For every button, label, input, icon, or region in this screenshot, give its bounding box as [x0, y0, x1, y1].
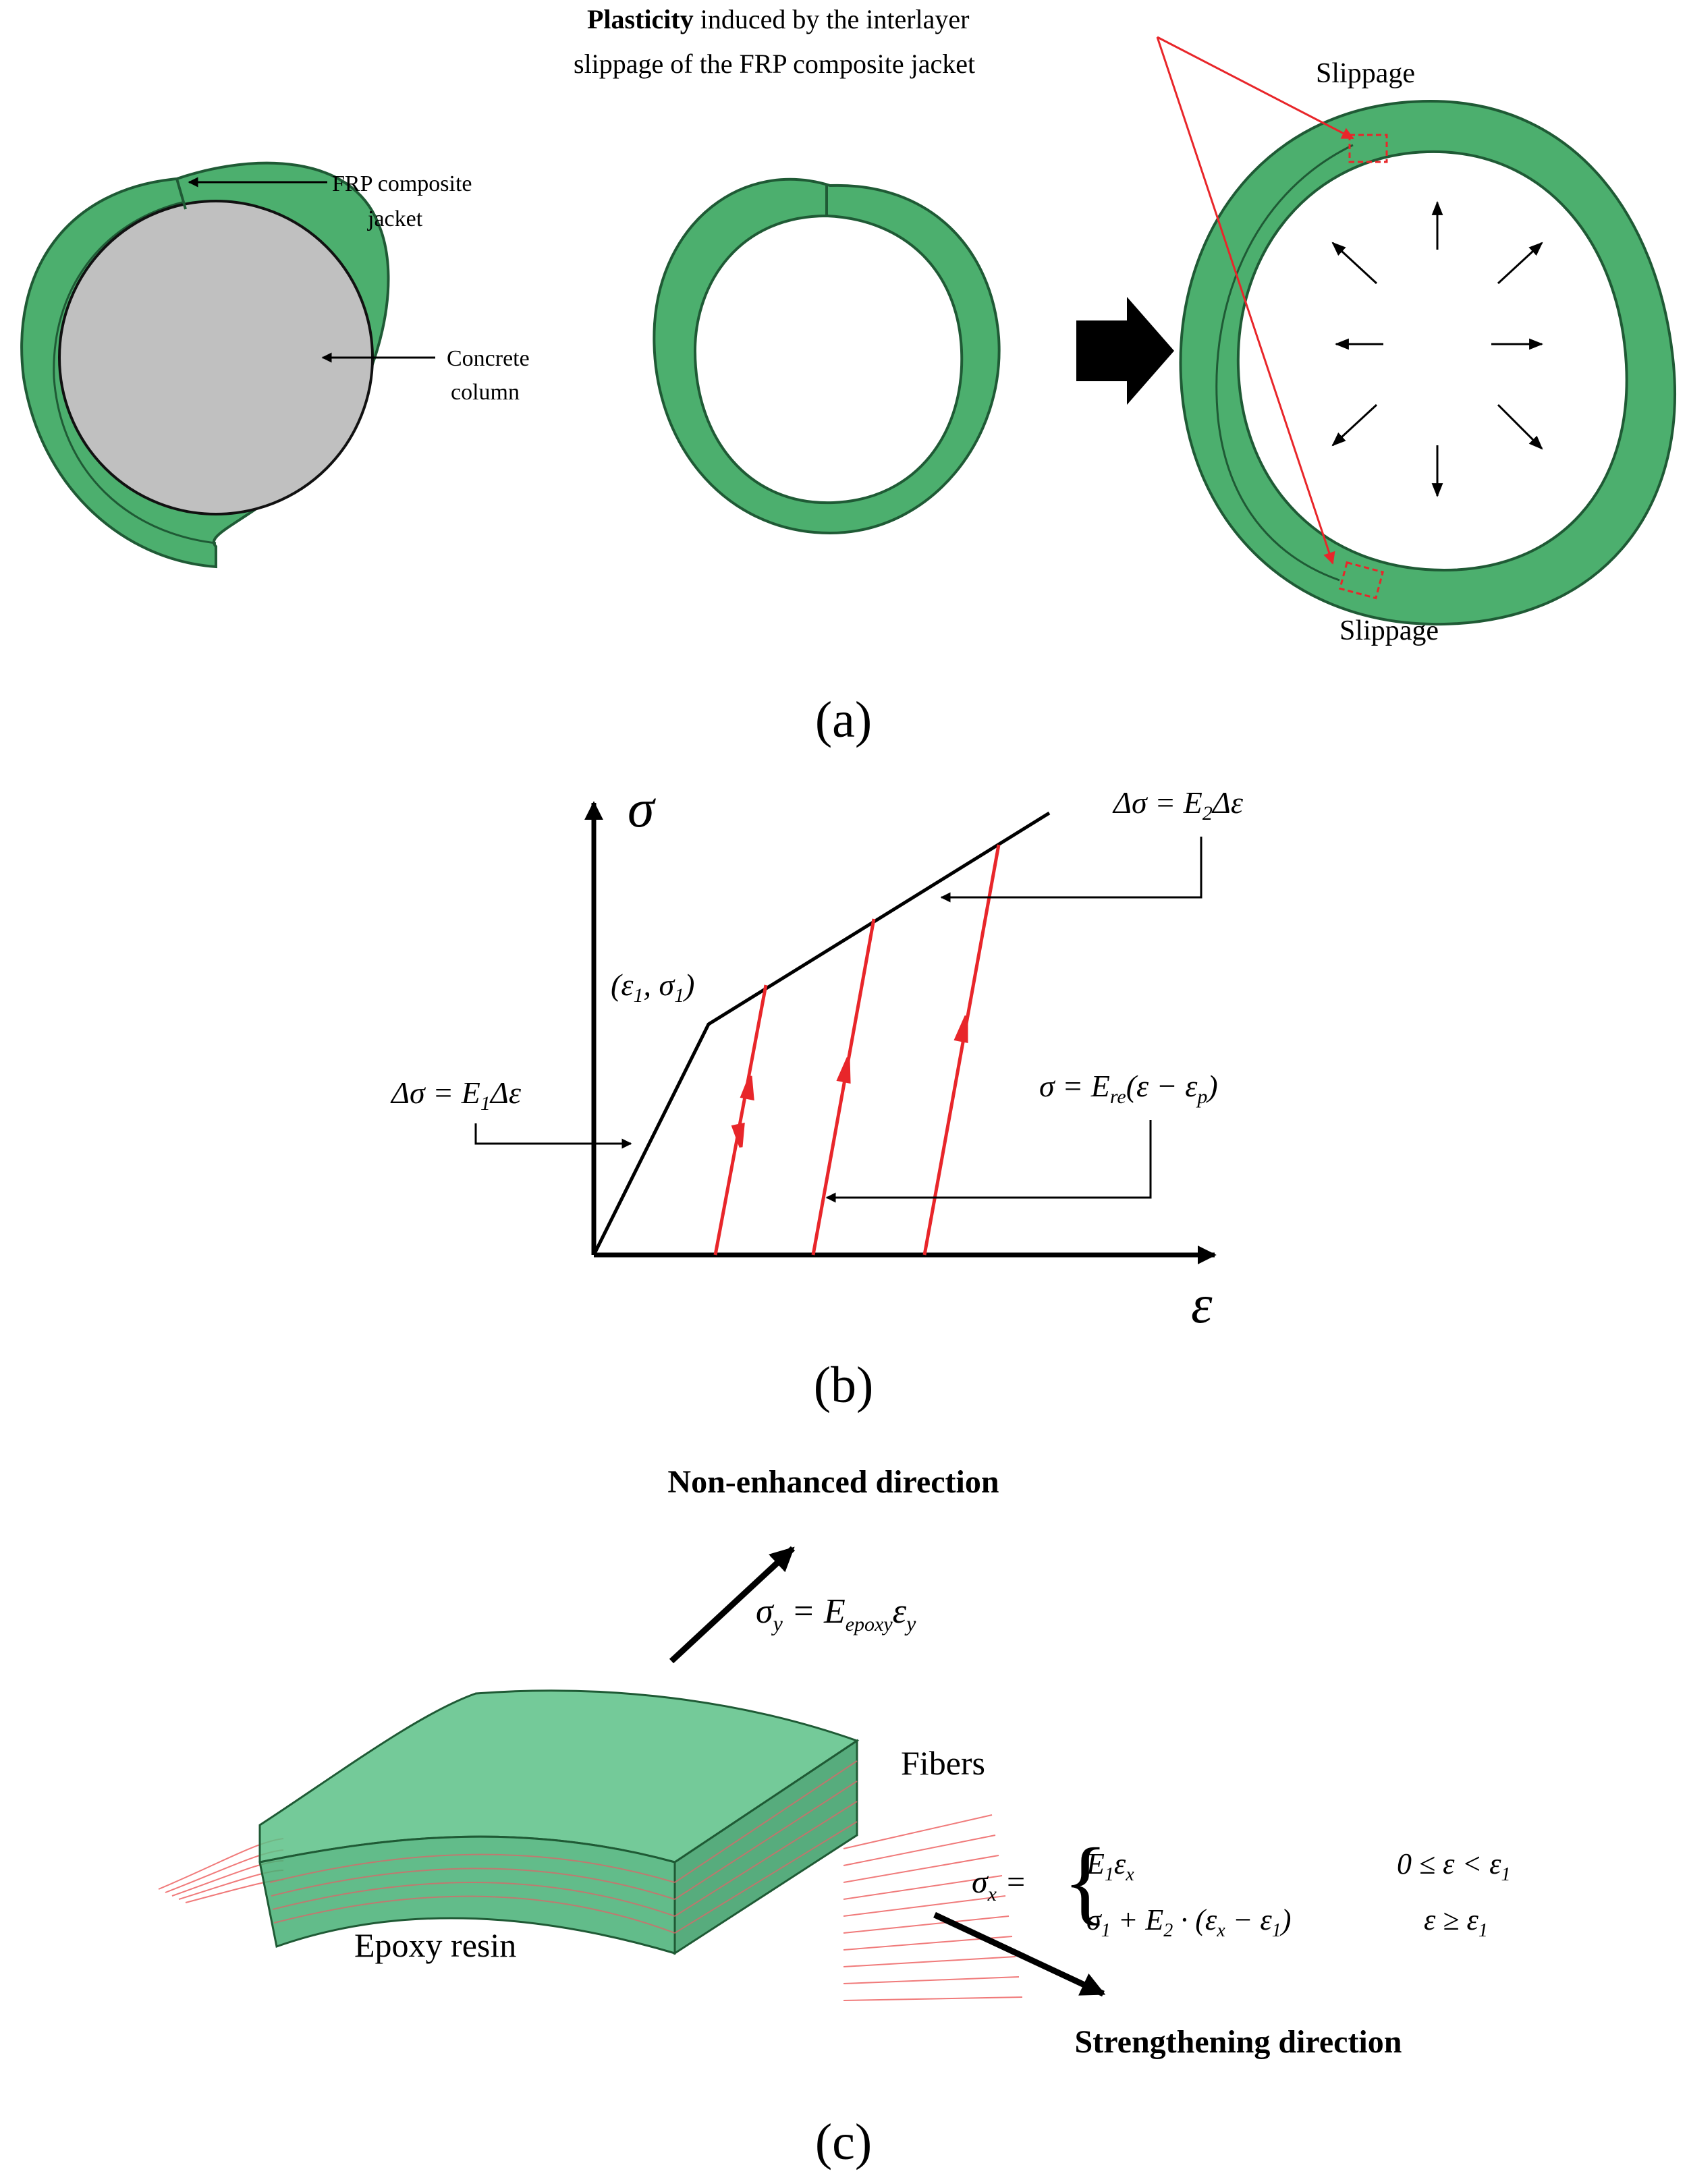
slippage-box-bottom: [1338, 561, 1385, 600]
plasticity-rest: induced by the interlayer: [694, 4, 970, 34]
frp-jacket-inner-layer: [53, 201, 217, 544]
frp-label-line2: jacket: [367, 206, 423, 231]
case1-expression: E1εx: [1086, 1847, 1134, 1885]
fibers-label: Fibers: [901, 1744, 985, 1782]
frp-label-line1: FRP composite: [332, 171, 472, 196]
slippage-box-top: [1348, 134, 1388, 163]
panel-c: Non-enhanced direction σy = Eepoxyεy: [158, 1464, 1511, 2171]
strengthening-title: Strengthening direction: [1075, 2024, 1402, 2060]
eq-reloading: σ = Ere(ε − εp): [1039, 1069, 1218, 1108]
yield-point-label: (ε1, σ1): [611, 968, 694, 1007]
slippage-label-bottom: Slippage: [1339, 615, 1439, 646]
eq-re-leader: [825, 1120, 1152, 1203]
eq-initial-stiffness: Δσ = E1Δε: [390, 1075, 522, 1115]
reload-arrow-1-down: [731, 1122, 745, 1148]
epoxy-label: Epoxy resin: [354, 1926, 516, 1964]
sigma-x-label: σx =: [972, 1864, 1026, 1905]
caption-b: (b): [814, 1357, 874, 1413]
reload-line-1: [713, 984, 768, 1256]
y-axis-symbol: σ: [628, 779, 656, 839]
reload-arrow-3-up: [953, 1015, 968, 1044]
concrete-label-line2: column: [451, 380, 520, 405]
jacket-ring-middle: [653, 177, 1001, 535]
block-arrow-icon: [1076, 297, 1174, 405]
sigma-y-equation: σy = Eepoxyεy: [756, 1592, 916, 1635]
strengthening-arrow: [933, 1911, 1106, 1997]
jacket-ring-expanded: [1179, 99, 1676, 626]
plasticity-pointer-lines: [1156, 36, 1354, 565]
case2-condition: ε ≥ ε1: [1424, 1903, 1488, 1941]
panel-a: FRP composite jacket Concrete column: [20, 4, 1676, 748]
reloading-lines: [713, 844, 1001, 1256]
slippage-label-top: Slippage: [1316, 58, 1415, 89]
reload-line-3: [922, 844, 1001, 1256]
reload-arrow-1-up: [740, 1075, 754, 1101]
case2-expression: σ1 + E2 · (εx − ε1): [1086, 1903, 1291, 1941]
plasticity-label-line2: slippage of the FRP composite jacket: [574, 49, 975, 79]
frp-jacket-expanded: [1179, 99, 1676, 626]
panel-b: σ ε (ε1, σ1) Δσ = E1Δε Δσ = E2Δε σ =: [390, 779, 1244, 1413]
radial-pressure-arrows-icon: [1331, 200, 1544, 498]
caption-a: (a): [815, 692, 872, 748]
x-axis-symbol: ε: [1191, 1275, 1213, 1335]
epoxy-block: [258, 1689, 860, 1955]
eq-e1-leader: [474, 1123, 632, 1149]
frp-jacket-gap: [175, 178, 187, 210]
reload-arrow-2-up: [836, 1057, 851, 1084]
column-with-jacket: [20, 161, 390, 569]
piecewise-brace: {: [1063, 1829, 1108, 1934]
reload-line-2: [811, 918, 876, 1256]
embedded-fiber-lines: [269, 1760, 858, 1934]
frp-jacket-middle: [653, 177, 1001, 535]
eq-post-yield-stiffness: Δσ = E2Δε: [1112, 785, 1244, 824]
expanded-inner-layer: [1215, 144, 1354, 582]
eq-e2-leader: [940, 837, 1202, 903]
case1-condition: 0 ≤ ε < ε1: [1397, 1847, 1511, 1885]
epoxy-side-face: [673, 1739, 858, 1955]
non-enhanced-title: Non-enhanced direction: [667, 1464, 999, 1500]
caption-c: (c): [815, 2114, 872, 2171]
non-enhanced-arrow: [669, 1546, 796, 1664]
plasticity-bold: Plasticity: [587, 4, 694, 34]
concrete-label-line1: Concrete: [447, 346, 530, 371]
bilinear-envelope: [592, 811, 1051, 1256]
plasticity-label-line1: Plasticity induced by the interlayer: [587, 4, 969, 34]
